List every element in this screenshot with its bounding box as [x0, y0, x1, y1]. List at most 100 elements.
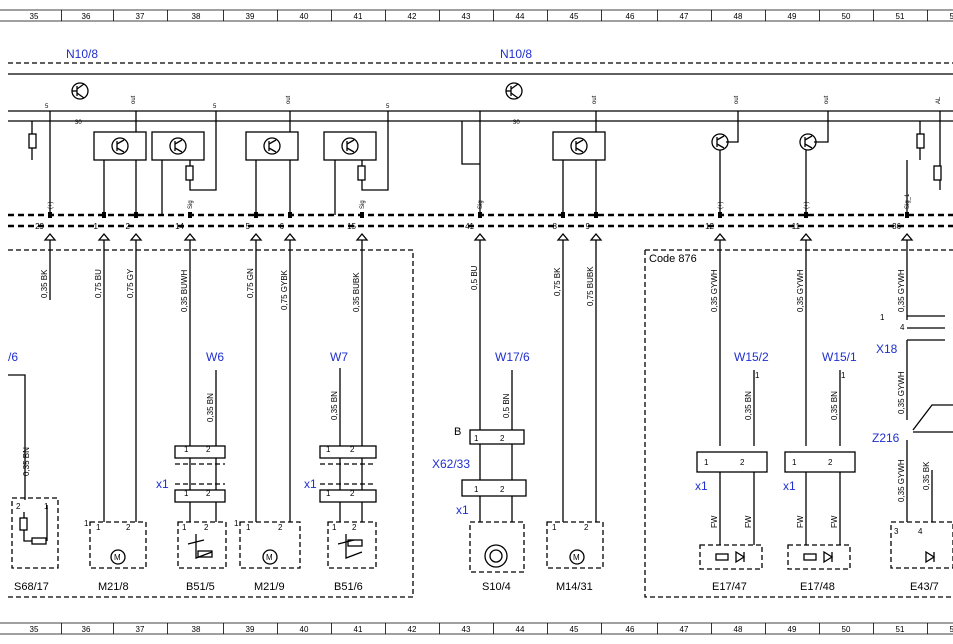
- component-label: M14/31: [556, 581, 593, 593]
- pin-number: 3: [894, 527, 899, 536]
- wire-label: 0,75 BUBK: [586, 266, 595, 306]
- pin-number: 1: [246, 523, 251, 532]
- pin-signal: (+): [804, 201, 810, 209]
- motor-icon: M: [262, 549, 278, 565]
- pin-number: 1: [755, 371, 760, 380]
- rail-label: out: [734, 95, 740, 104]
- pin-number: 2: [828, 458, 833, 467]
- ruler-number: 44: [516, 625, 525, 634]
- pin-arrow: [556, 232, 570, 241]
- pin-number: 2: [350, 489, 355, 498]
- led-icon: [715, 550, 746, 564]
- pin-signal: Sig: [360, 200, 366, 209]
- pin-number: 5: [246, 222, 251, 231]
- wire-label: 0,35 BUWH: [180, 270, 189, 312]
- wire-label: 0,75 GN: [246, 268, 255, 298]
- inline-connectors: [174, 429, 856, 545]
- ground-label-w6: W6: [206, 350, 224, 364]
- pin-socket: [360, 212, 364, 218]
- ruler-number: 46: [626, 625, 635, 634]
- pin-arrow: [589, 232, 603, 241]
- ruler-number: 36: [82, 12, 91, 21]
- pin-number: 36: [892, 222, 901, 231]
- pin-number: 1: [326, 489, 331, 498]
- bottom-ruler: 353637383940414243444546474849505152: [0, 622, 953, 635]
- wire-label: 0,5 BU: [470, 265, 479, 290]
- component-label: S10/4: [482, 581, 511, 593]
- rail-label: 30: [75, 120, 82, 126]
- wire-label: FW: [710, 515, 719, 528]
- ruler-number: 51: [896, 12, 905, 21]
- top-ruler: 353637383940414243444546474849505152: [0, 9, 953, 22]
- pin-socket: [134, 212, 138, 218]
- ruler-number: 36: [82, 625, 91, 634]
- ruler-number: 48: [734, 12, 743, 21]
- ruler-number: 35: [30, 12, 39, 21]
- component-label: S68/17: [14, 581, 49, 593]
- pin-number: 1: [182, 523, 187, 532]
- pin-number: 1: [841, 371, 846, 380]
- pin-number: 1: [332, 523, 337, 532]
- pin-number: 1: [326, 445, 331, 454]
- wire-label: 0,35 BK: [40, 269, 49, 298]
- ruler-number: 52: [950, 12, 953, 21]
- pin-number: 1: [792, 458, 797, 467]
- motor-icon: M: [110, 549, 126, 565]
- pin-arrow: [473, 232, 487, 241]
- transistor-icon-left: [71, 82, 89, 100]
- x1-label: x1: [304, 477, 317, 491]
- pin-number: 1: [96, 523, 101, 532]
- pin-number: 2: [126, 523, 131, 532]
- led-icon: [925, 550, 936, 564]
- ruler-number: 42: [408, 12, 417, 21]
- x1-label: x1: [695, 479, 708, 493]
- ruler-number: 41: [354, 625, 363, 634]
- led-icon: [803, 550, 834, 564]
- x1-label: x1: [456, 503, 469, 517]
- sensor-icon: [187, 534, 213, 559]
- pin-number: 1: [552, 523, 557, 532]
- wire-label: FW: [796, 515, 805, 528]
- pin-signal: Sig_1: [905, 193, 911, 209]
- pin-number: 4: [900, 323, 905, 332]
- pin-number: 2: [204, 523, 209, 532]
- pin-arrow: [97, 232, 111, 241]
- pin-socket: [254, 212, 258, 218]
- wire-labels: 0,35 BK 0,75 BU 0,75 GY 0,35 BUWH 0,75 GN 0,7…: [22, 265, 931, 528]
- ground-label-w15-2: W15/2: [734, 350, 769, 364]
- pin-arrow: [900, 232, 914, 241]
- pin-number: 1: [234, 519, 239, 528]
- ruler-number: 43: [462, 625, 471, 634]
- wire-label: 0,35 GYWH: [897, 269, 906, 312]
- ground-label-w7: W7: [330, 350, 348, 364]
- pin-number: 6: [280, 222, 285, 231]
- pin-socket: [804, 212, 808, 218]
- pin-socket: [594, 212, 598, 218]
- component-label: E17/48: [800, 581, 835, 593]
- pin-arrow: [283, 232, 297, 241]
- wire-label: 0,75 BU: [94, 269, 103, 298]
- wire-label: 0,35 BUBK: [352, 272, 361, 312]
- wire-label: 0,75 GY: [126, 268, 135, 298]
- pin-arrow: [183, 232, 197, 241]
- pin-number: 2: [16, 502, 21, 511]
- ruler-number: 49: [788, 625, 797, 634]
- rail-label: out: [824, 95, 830, 104]
- pin-socket: [288, 212, 292, 218]
- ruler-number: 45: [570, 12, 579, 21]
- ruler-number: 46: [626, 12, 635, 21]
- pin-number: 2: [352, 523, 357, 532]
- pin-socket: [561, 212, 565, 218]
- pin-signal: Sig: [478, 200, 484, 209]
- ruler-number: 41: [354, 12, 363, 21]
- transistor-icon-right: [505, 82, 523, 100]
- pin-number: 1: [474, 485, 479, 494]
- group-box-code876: [644, 249, 953, 598]
- buzzer-icon: [484, 544, 508, 568]
- ruler-number: 52: [950, 625, 953, 634]
- module-label-right: N10/8: [500, 47, 532, 61]
- wire-label: 0,35 BN: [744, 391, 753, 420]
- rail-label: 5: [45, 104, 49, 110]
